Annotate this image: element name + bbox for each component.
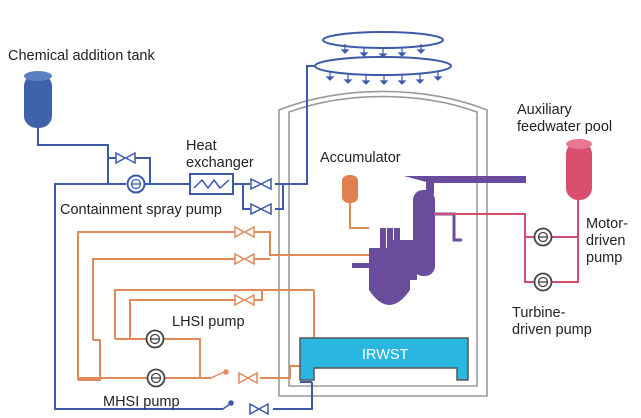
spray-valve-right-1	[250, 177, 272, 191]
lhsi-valve-3	[234, 293, 255, 307]
irwst-tank	[299, 337, 469, 381]
turbine-driven-pump-icon	[533, 272, 553, 292]
motor-driven-pump-label-line1: Motor-	[586, 216, 628, 232]
auxiliary-pool-label-line2: feedwater pool	[517, 119, 612, 135]
heat-exchanger-label-line2: exchanger	[186, 155, 254, 171]
accumulator-label: Accumulator	[320, 150, 401, 166]
safety-injection-piping	[77, 178, 369, 381]
lhsi-valve-1	[234, 225, 255, 239]
lhsi-valve-2	[234, 252, 255, 266]
chemical-addition-tank	[24, 71, 52, 128]
containment-spray-pump-label: Containment spray pump	[60, 202, 222, 218]
accumulator-tank	[342, 175, 358, 203]
mhsi-valve	[210, 369, 258, 385]
spray-valve-upper	[115, 151, 136, 165]
containment-spray-pump-icon	[126, 174, 146, 194]
reactor-coolant-system	[352, 176, 526, 305]
motor-driven-pump-icon	[533, 227, 553, 247]
containment-spray-piping	[37, 65, 315, 410]
spray-valve-right-2	[250, 202, 272, 216]
turbine-driven-pump-label-line1: Turbine-	[512, 305, 566, 321]
heat-exchanger	[189, 173, 234, 195]
lhsi-pump-label: LHSI pump	[172, 314, 245, 330]
chemical-addition-tank-label: Chemical addition tank	[8, 48, 155, 64]
feedwater-piping	[434, 200, 579, 283]
motor-driven-pump-label-line3: pump	[586, 250, 622, 266]
mhsi-pump-label: MHSI pump	[103, 394, 180, 410]
spray-valve-bottom	[222, 400, 269, 416]
containment-outer-wall	[278, 90, 488, 397]
heat-exchanger-label-line1: Heat	[186, 138, 217, 154]
spray-header-lower	[314, 56, 452, 85]
turbine-driven-pump-label-line2: driven pump	[512, 322, 592, 338]
irwst-label: IRWST	[362, 347, 409, 363]
lhsi-pump-icon	[145, 329, 165, 349]
auxiliary-pool-label-line1: Auxiliary	[517, 102, 573, 118]
mhsi-pump-icon	[146, 368, 166, 388]
motor-driven-pump-label-line2: driven	[586, 233, 626, 249]
auxiliary-feedwater-pool	[566, 139, 592, 200]
spray-header-upper	[322, 31, 444, 58]
